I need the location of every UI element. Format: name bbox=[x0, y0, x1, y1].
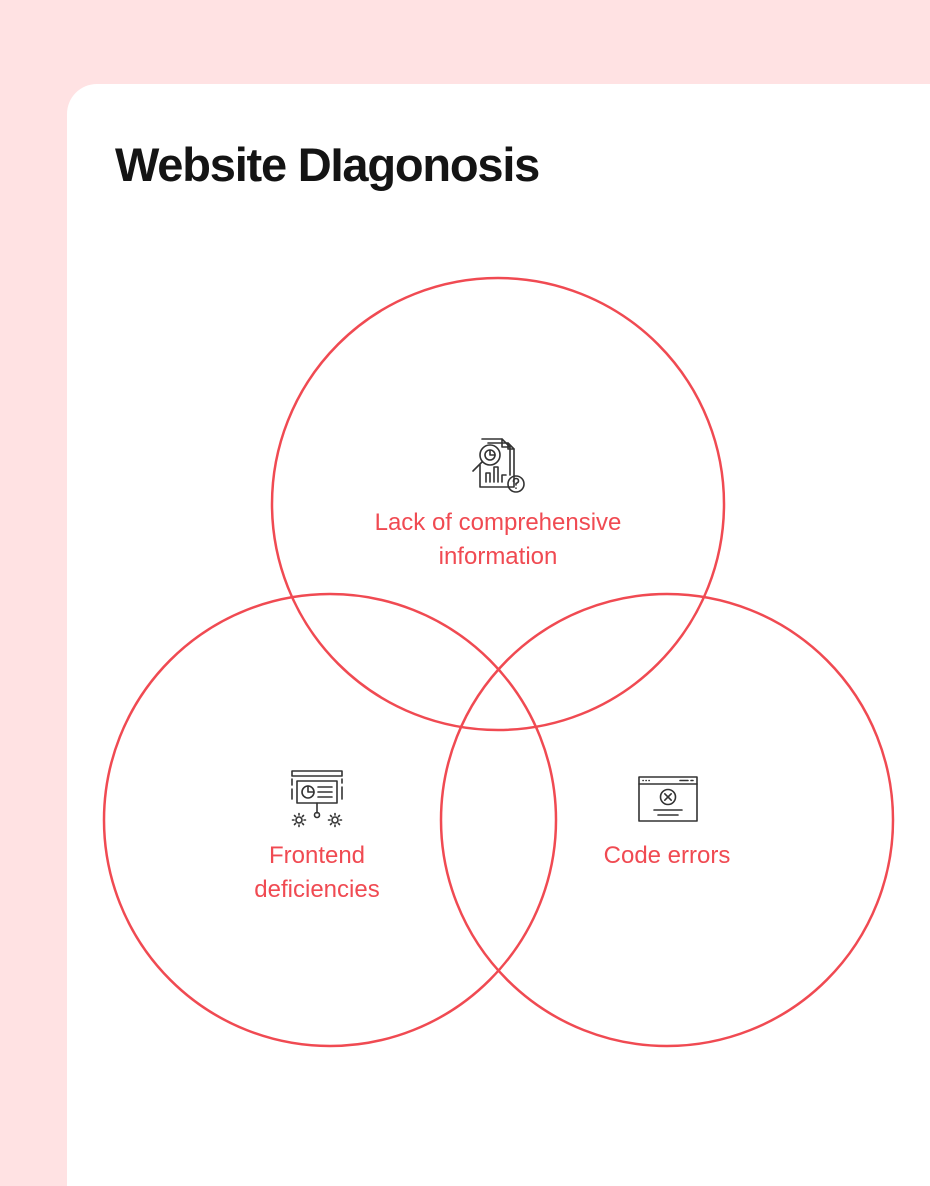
circle-label-top-line-2: information bbox=[438, 543, 558, 570]
circle-label-left-line-2: deficiencies bbox=[254, 876, 380, 903]
circle-label-right: Code errors bbox=[547, 839, 787, 873]
content-card bbox=[67, 84, 930, 1186]
venn-circle-top bbox=[270, 276, 726, 732]
circle-label-left: Frontend deficiencies bbox=[187, 839, 447, 907]
presentation-settings-icon bbox=[291, 770, 343, 828]
circle-label-top-line-1: Lack of comprehensive bbox=[374, 509, 622, 536]
circle-label-left-line-1: Frontend bbox=[268, 842, 366, 869]
circle-label-top: Lack of comprehensive information bbox=[328, 506, 668, 574]
venn-circle-right bbox=[439, 592, 895, 1048]
circle-label-right-line-1: Code errors bbox=[603, 842, 731, 869]
venn-circle-left bbox=[102, 592, 558, 1048]
page-title: Website DIagonosis bbox=[115, 138, 540, 191]
report-analysis-icon bbox=[472, 438, 525, 493]
browser-error-icon bbox=[638, 776, 698, 822]
